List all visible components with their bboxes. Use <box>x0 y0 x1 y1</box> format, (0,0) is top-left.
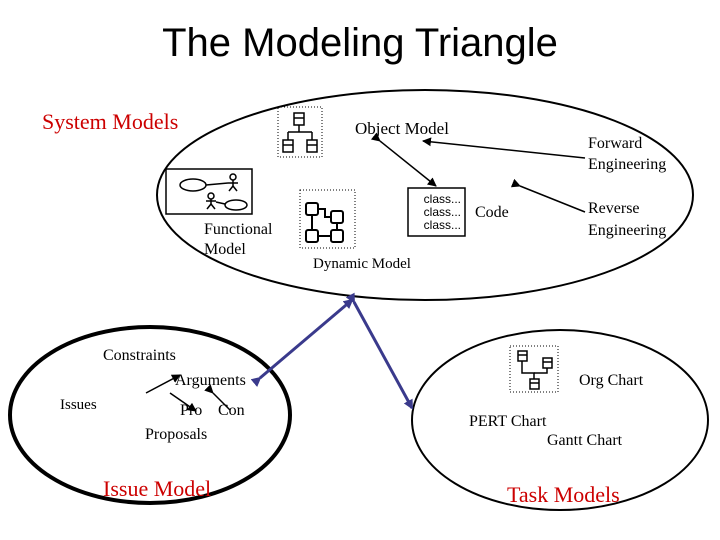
code-lines: class... class... class... <box>411 193 461 232</box>
code-label: Code <box>475 204 509 221</box>
reverse-engineering-label-line2: Engineering <box>588 222 667 239</box>
object-model-class-icon <box>277 106 323 158</box>
forward-engineering-label-line2: Engineering <box>588 156 667 173</box>
system-models-ellipse <box>156 89 694 301</box>
state-chart-icon <box>299 189 356 249</box>
task-models-heading: Task Models <box>507 482 620 507</box>
pert-chart-label: PERT Chart <box>469 413 547 430</box>
reverse-engineering-label-line1: Reverse <box>588 200 640 217</box>
issue-model-heading: Issue Model <box>103 476 212 501</box>
org-chart-icon <box>509 345 559 393</box>
system-models-heading: System Models <box>42 109 179 134</box>
object-model-label: Object Model <box>355 119 449 138</box>
gantt-chart-label: Gantt Chart <box>547 432 623 449</box>
issues-label: Issues <box>60 397 97 413</box>
functional-model-label-line1: Functional <box>204 221 273 238</box>
issue-to-proposal-arrow <box>145 374 181 394</box>
page-title: The Modeling Triangle <box>162 21 558 65</box>
constraints-label: Constraints <box>103 347 176 364</box>
pro-to-proposal-arrow <box>169 392 197 412</box>
arguments-label: Arguments <box>175 372 246 389</box>
con-label: Con <box>218 402 245 419</box>
proposals-label: Proposals <box>145 426 208 443</box>
con-to-proposal-arrow <box>204 384 231 411</box>
reverse-engineering-arrow <box>510 178 586 213</box>
use-case-diagram-icon <box>165 168 253 215</box>
code-line: class... <box>423 192 461 206</box>
code-line: class... <box>423 218 461 232</box>
connector-system-task <box>345 292 414 410</box>
code-box <box>407 187 466 237</box>
forward-engineering-label-line1: Forward <box>588 135 643 152</box>
connector-issue-system <box>250 298 354 387</box>
functional-model-label-line2: Model <box>204 241 246 258</box>
code-line: class... <box>423 205 461 219</box>
object-model-to-code-arrow <box>370 132 437 187</box>
pro-label: Pro <box>180 402 203 419</box>
task-models-ellipse <box>411 329 709 511</box>
org-chart-label: Org Chart <box>579 372 644 389</box>
dynamic-model-label: Dynamic Model <box>313 256 411 272</box>
forward-engineering-arrow <box>422 137 586 159</box>
issue-model-ellipse <box>8 325 292 505</box>
